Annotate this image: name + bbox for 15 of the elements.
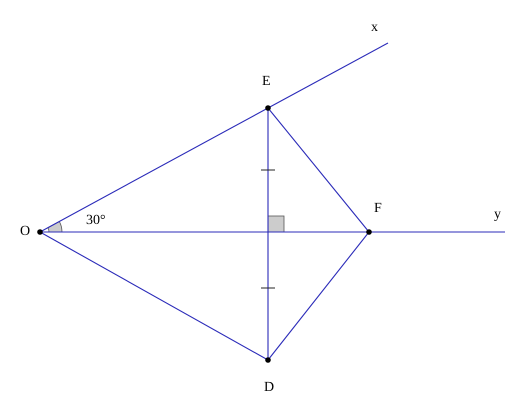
line-segment [369, 231, 505, 233]
point-label: O [20, 224, 30, 240]
point-label: x [371, 20, 378, 36]
angle-label: 30° [86, 213, 106, 229]
line-segment [268, 42, 388, 108]
point-label: y [494, 207, 501, 223]
line-segment [268, 232, 370, 360]
line-segment [268, 108, 370, 232]
line-segment [40, 108, 268, 232]
line-segment [40, 231, 369, 233]
line-segment [267, 108, 269, 360]
point-label: E [262, 74, 271, 90]
point-label: F [374, 201, 382, 217]
line-segment [40, 232, 268, 360]
point-label: D [264, 380, 274, 396]
